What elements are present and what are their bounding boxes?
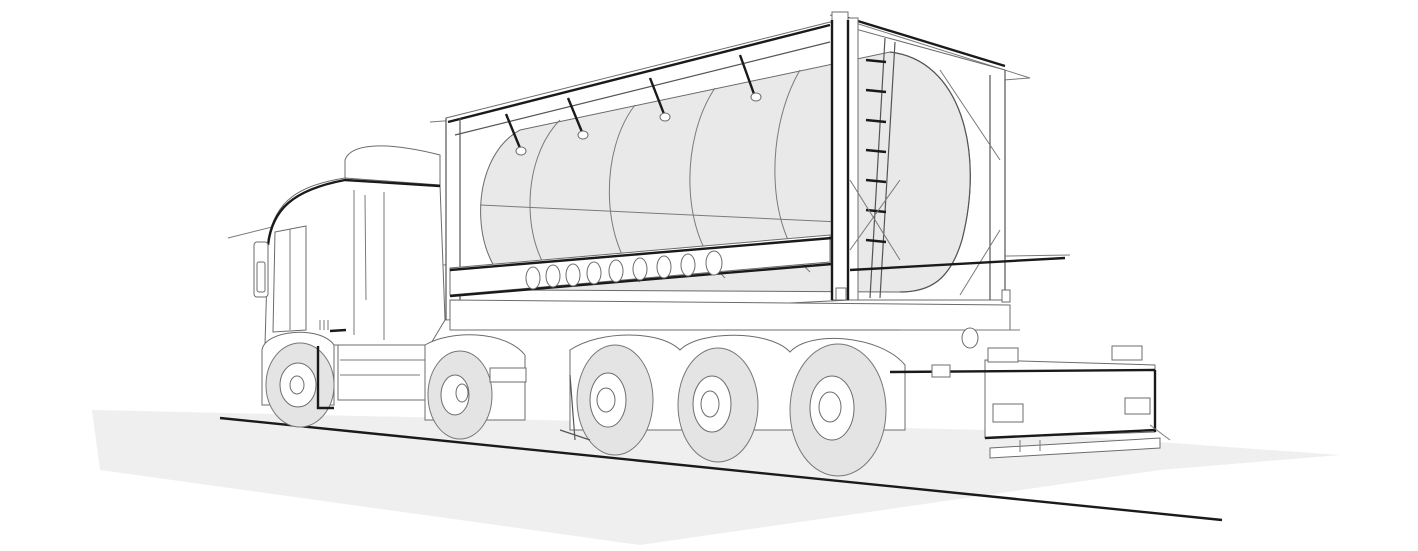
container-front-posts xyxy=(830,11,1011,303)
chassis-beam xyxy=(449,234,1066,331)
second-axle-wheel xyxy=(424,334,527,440)
tank-valves xyxy=(504,54,762,156)
rear-wheels xyxy=(559,334,906,477)
rear-bumper xyxy=(889,327,1171,459)
ground-shadow xyxy=(92,410,1340,545)
ground-line xyxy=(219,416,1223,522)
front-wheel xyxy=(261,331,335,428)
